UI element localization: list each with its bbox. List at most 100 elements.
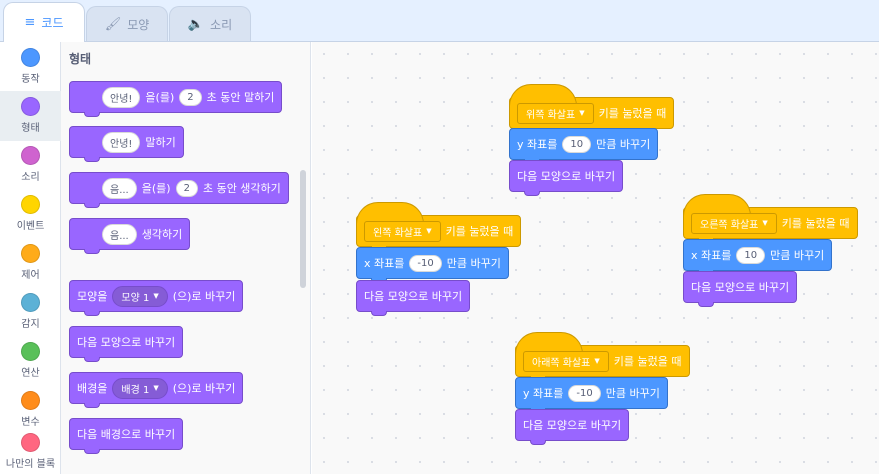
caret-down-icon: ▼ xyxy=(153,292,159,300)
think-for-secs-block[interactable]: 음... 을(를) 2 초 동안 생각하기 xyxy=(69,172,289,208)
category-label: 감지 xyxy=(21,319,40,330)
block-text: 다음 모양으로 바꾸기 xyxy=(523,419,622,432)
code-editor: 동작 형태 소리 이벤트 제어 감지 연산 변수 xyxy=(0,41,879,474)
category-label: 연산 xyxy=(21,368,40,379)
category-control[interactable]: 제어 xyxy=(0,238,61,288)
category-dot-icon xyxy=(21,293,40,312)
script-workspace[interactable]: 위쪽 화살표 ▼ 키를 눌렀을 때 y 좌표를 10 만큼 바꾸기 다음 모양으… xyxy=(312,42,879,474)
category-dot-icon xyxy=(21,342,40,361)
palette-title: 형태 xyxy=(69,52,92,66)
caret-down-icon: ▼ xyxy=(762,219,768,227)
costume-dropdown[interactable]: 모양 1 ▼ xyxy=(112,285,168,307)
number-input[interactable]: 10 xyxy=(562,135,592,153)
caret-down-icon: ▼ xyxy=(579,109,585,117)
block-text: 다음 모양으로 바꾸기 xyxy=(364,290,463,303)
message-input[interactable]: 음... xyxy=(102,177,137,199)
category-looks[interactable]: 형태 xyxy=(0,91,61,141)
category-sensing[interactable]: 감지 xyxy=(0,287,61,337)
block-text: 만큼 바꾸기 xyxy=(446,257,501,270)
message-input[interactable]: 안녕! xyxy=(102,86,141,108)
block-text: 키를 눌렀을 때 xyxy=(445,225,514,238)
block-text: x 좌표를 xyxy=(691,249,732,262)
key-dropdown-value: 위쪽 화살표 xyxy=(526,109,576,121)
category-label: 이벤트 xyxy=(16,221,45,232)
when-key-pressed-hat[interactable]: 위쪽 화살표 ▼ 키를 눌렀을 때 xyxy=(509,84,675,133)
key-dropdown[interactable]: 오른쪽 화살표 ▼ xyxy=(691,212,777,234)
category-events[interactable]: 이벤트 xyxy=(0,189,61,239)
block-text: 만큼 바꾸기 xyxy=(770,249,825,262)
tab-sounds[interactable]: 🔈 소리 xyxy=(169,6,251,42)
block-text: 다음 배경으로 바꾸기 xyxy=(77,428,176,441)
tab-costumes[interactable]: 🖌 모양 xyxy=(86,6,168,42)
key-dropdown[interactable]: 왼쪽 화살표 ▼ xyxy=(364,220,441,242)
block-text: 을(를) xyxy=(145,91,175,104)
switch-backdrop-block[interactable]: 배경을 배경 1 ▼ (으)로 바꾸기 xyxy=(69,372,244,408)
say-block[interactable]: 안녕! 말하기 xyxy=(69,126,184,162)
block-palette: 형태 안녕! 을(를) 2 초 동안 말하기 안녕! 말하기 음... 을(를)… xyxy=(61,42,311,474)
editor-tabs: ≡ 코드 🖌 모양 🔈 소리 xyxy=(0,0,879,42)
palette-scrollbar[interactable] xyxy=(300,170,306,288)
tab-costumes-label: 모양 xyxy=(127,18,150,32)
say-for-secs-block[interactable]: 안녕! 을(를) 2 초 동안 말하기 xyxy=(69,81,283,117)
category-label: 나만의 블록 xyxy=(5,459,56,470)
tab-code-label: 코드 xyxy=(41,16,64,30)
change-y-block[interactable]: y 좌표를 10 만큼 바꾸기 xyxy=(509,128,659,164)
next-costume-block[interactable]: 다음 모양으로 바꾸기 xyxy=(356,280,471,316)
next-costume-block[interactable]: 다음 모양으로 바꾸기 xyxy=(69,326,184,362)
category-variables[interactable]: 변수 xyxy=(0,385,61,435)
block-text: x 좌표를 xyxy=(364,257,405,270)
block-text: 을(를) xyxy=(141,182,171,195)
key-dropdown[interactable]: 위쪽 화살표 ▼ xyxy=(517,102,594,124)
change-x-block[interactable]: x 좌표를 -10 만큼 바꾸기 xyxy=(356,247,509,283)
backdrop-dropdown[interactable]: 배경 1 ▼ xyxy=(112,377,168,399)
seconds-input[interactable]: 2 xyxy=(179,88,202,106)
category-dot-icon xyxy=(21,244,40,263)
key-dropdown-value: 아래쪽 화살표 xyxy=(532,357,591,369)
when-key-pressed-hat[interactable]: 아래쪽 화살표 ▼ 키를 눌렀을 때 xyxy=(515,332,690,381)
next-costume-block[interactable]: 다음 모양으로 바꾸기 xyxy=(509,160,624,196)
category-dot-icon xyxy=(21,433,40,452)
change-y-block[interactable]: y 좌표를 -10 만큼 바꾸기 xyxy=(515,377,668,413)
block-text: (으)로 바꾸기 xyxy=(172,382,236,395)
block-text: 초 동안 생각하기 xyxy=(202,182,281,195)
switch-costume-block[interactable]: 모양을 모양 1 ▼ (으)로 바꾸기 xyxy=(69,280,244,316)
code-icon: ≡ xyxy=(24,15,36,30)
next-costume-block[interactable]: 다음 모양으로 바꾸기 xyxy=(515,409,630,445)
costume-dropdown-value: 모양 1 xyxy=(121,292,150,304)
block-text: y 좌표를 xyxy=(517,138,558,151)
category-dot-icon xyxy=(21,195,40,214)
category-dot-icon xyxy=(21,48,40,67)
key-dropdown[interactable]: 아래쪽 화살표 ▼ xyxy=(523,350,609,372)
message-input[interactable]: 안녕! xyxy=(102,131,141,153)
key-dropdown-value: 왼쪽 화살표 xyxy=(373,227,423,239)
brush-icon: 🖌 xyxy=(104,17,122,32)
number-input[interactable]: -10 xyxy=(409,254,442,272)
caret-down-icon: ▼ xyxy=(153,384,159,392)
message-input[interactable]: 음... xyxy=(102,223,137,245)
speaker-icon: 🔈 xyxy=(187,17,205,32)
category-label: 형태 xyxy=(21,123,40,134)
number-input[interactable]: -10 xyxy=(568,384,601,402)
number-input[interactable]: 10 xyxy=(736,246,766,264)
seconds-input[interactable]: 2 xyxy=(175,179,198,197)
block-text: 생각하기 xyxy=(141,228,183,241)
change-x-block[interactable]: x 좌표를 10 만큼 바꾸기 xyxy=(683,239,833,275)
backdrop-dropdown-value: 배경 1 xyxy=(121,384,150,396)
block-text: y 좌표를 xyxy=(523,387,564,400)
tab-code[interactable]: ≡ 코드 xyxy=(3,2,85,42)
when-key-pressed-hat[interactable]: 오른쪽 화살표 ▼ 키를 눌렀을 때 xyxy=(683,194,858,243)
caret-down-icon: ▼ xyxy=(426,227,432,235)
category-motion[interactable]: 동작 xyxy=(0,42,61,92)
category-label: 소리 xyxy=(21,172,40,183)
block-text: 키를 눌렀을 때 xyxy=(613,355,682,368)
category-operators[interactable]: 연산 xyxy=(0,336,61,386)
block-text: 다음 모양으로 바꾸기 xyxy=(77,336,176,349)
category-sound[interactable]: 소리 xyxy=(0,140,61,190)
when-key-pressed-hat[interactable]: 왼쪽 화살표 ▼ 키를 눌렀을 때 xyxy=(356,202,522,251)
think-block[interactable]: 음... 생각하기 xyxy=(69,218,191,254)
next-costume-block[interactable]: 다음 모양으로 바꾸기 xyxy=(683,271,798,307)
caret-down-icon: ▼ xyxy=(594,357,600,365)
category-dot-icon xyxy=(21,97,40,116)
next-backdrop-block[interactable]: 다음 배경으로 바꾸기 xyxy=(69,418,184,454)
category-my-blocks[interactable]: 나만의 블록 xyxy=(0,427,61,474)
